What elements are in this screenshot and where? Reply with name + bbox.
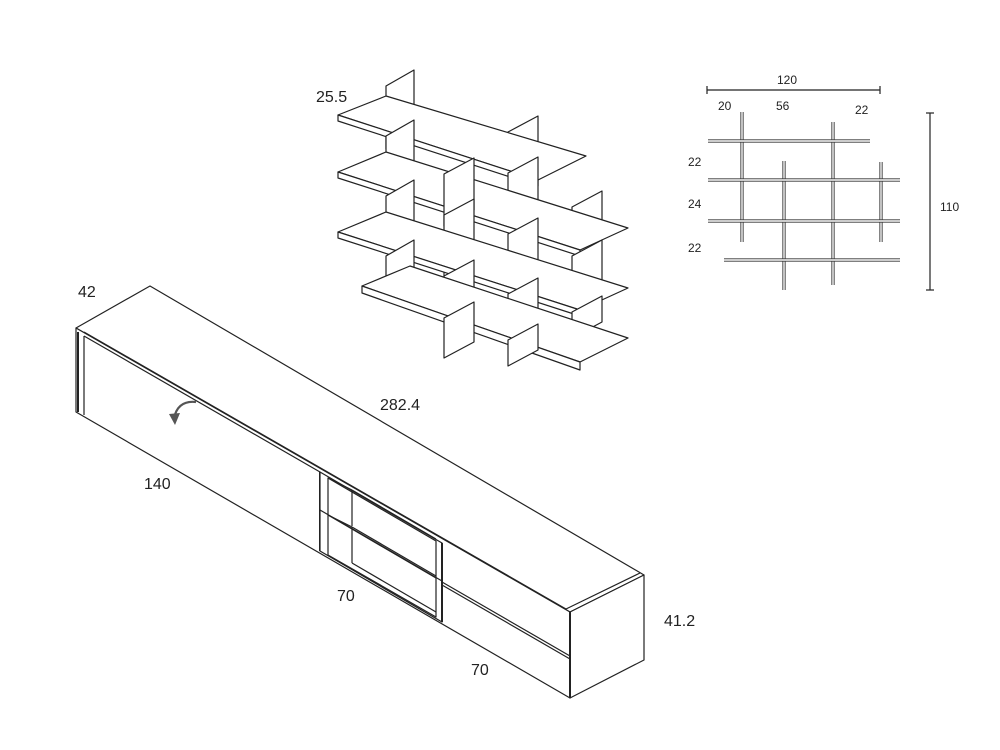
sideboard-height-label: 41.2 [664, 613, 695, 630]
door-width-label: 140 [144, 476, 171, 493]
shelf-gap-label-2: 24 [688, 197, 702, 211]
bookcase-depth-label: 25.5 [316, 89, 347, 106]
sideboard-3d-view: 42 282.4 140 70 70 41.2 [75, 284, 695, 699]
door-opening-arrow-icon [169, 400, 197, 425]
top-label-right: 22 [855, 103, 869, 117]
bookcase-width-label: 120 [777, 73, 797, 87]
sideboard-length-label: 282.4 [380, 397, 420, 414]
bookcase-height-label: 110 [940, 200, 959, 214]
shelf-gap-label-1: 22 [688, 155, 702, 169]
shelf-gap-label-3: 22 [688, 241, 702, 255]
drawer-module-label: 70 [471, 662, 489, 679]
sideboard-depth-label: 42 [78, 284, 96, 301]
bookcase-front-view: 120 20 56 22 22 24 22 110 [688, 73, 959, 291]
top-label-left: 20 [718, 99, 732, 113]
middle-module-label: 70 [337, 588, 355, 605]
top-label-middle: 56 [776, 99, 790, 113]
bookcase-3d-view: 25.5 [316, 69, 629, 371]
